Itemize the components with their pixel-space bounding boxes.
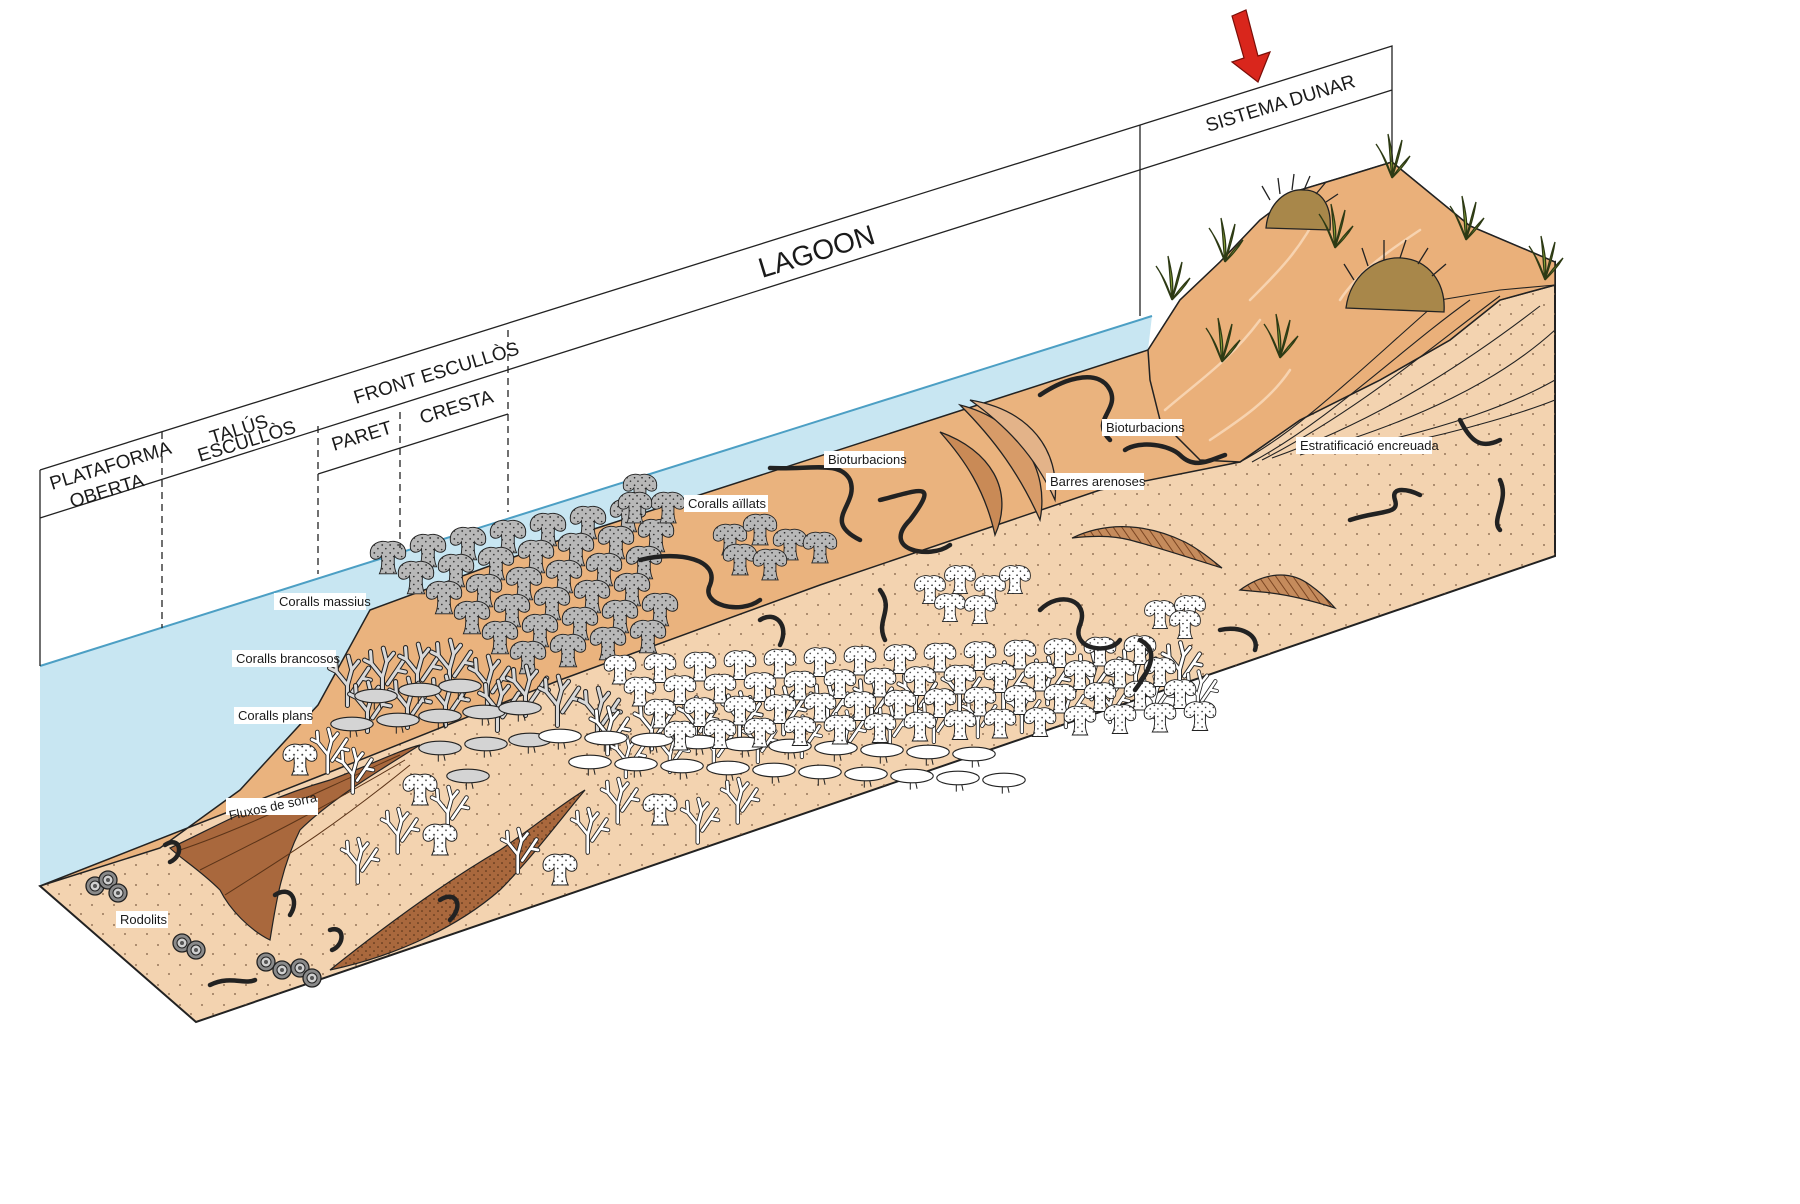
coral-head-icon — [1143, 702, 1177, 733]
rhodolith-icon — [108, 883, 128, 903]
label-coralls-plans: Coralls plans — [238, 708, 314, 723]
front-sand-lens-2 — [1238, 574, 1337, 610]
label-barres-arenoses: Barres arenoses — [1050, 474, 1146, 489]
label-rodolits: Rodolits — [120, 912, 167, 927]
label-estratificacio-encreuada: Estratificació encreuada — [1300, 438, 1440, 453]
grass-tuft-icon — [1155, 255, 1191, 301]
down-arrow-icon — [1230, 9, 1272, 83]
coral-head-icon — [1183, 701, 1217, 731]
coral-head-icon — [1103, 704, 1137, 734]
rhodolith-icon — [272, 960, 292, 980]
dune-bush-1 — [1261, 173, 1339, 231]
label-bioturbacions-1: Bioturbacions — [828, 452, 907, 467]
water-surface-line — [39, 315, 1153, 667]
bioturbation-burrows — [162, 375, 1506, 988]
label-bioturbacions-2: Bioturbacions — [1106, 420, 1185, 435]
plate-coral-icon — [982, 772, 1026, 795]
coral-head-icon — [1063, 705, 1097, 736]
rhodolith-icon — [302, 968, 322, 988]
plate-coral-icon — [936, 770, 980, 793]
water-body — [40, 316, 1152, 886]
front-sand-lens-1 — [1071, 526, 1223, 569]
plate-coral-icon — [890, 768, 934, 791]
rhodolith-icon — [256, 952, 276, 972]
label-coralls-aillats: Coralls aïllats — [688, 496, 767, 511]
sand-bars — [939, 399, 1057, 538]
rhodolith-icon — [186, 940, 206, 960]
label-coralls-massius: Coralls massius — [279, 594, 371, 609]
zone-header — [39, 45, 1393, 666]
plate-coral-icon — [952, 746, 996, 769]
label-coralls-brancosos: Coralls brancosos — [236, 651, 341, 666]
sand-flow-2 — [329, 789, 586, 971]
zone-lagoon-label: LAGOON — [755, 219, 879, 284]
dune-bush-2 — [1343, 239, 1447, 313]
zone-cresta-label: CRESTA — [417, 386, 496, 428]
sand-flow-1 — [168, 744, 421, 941]
